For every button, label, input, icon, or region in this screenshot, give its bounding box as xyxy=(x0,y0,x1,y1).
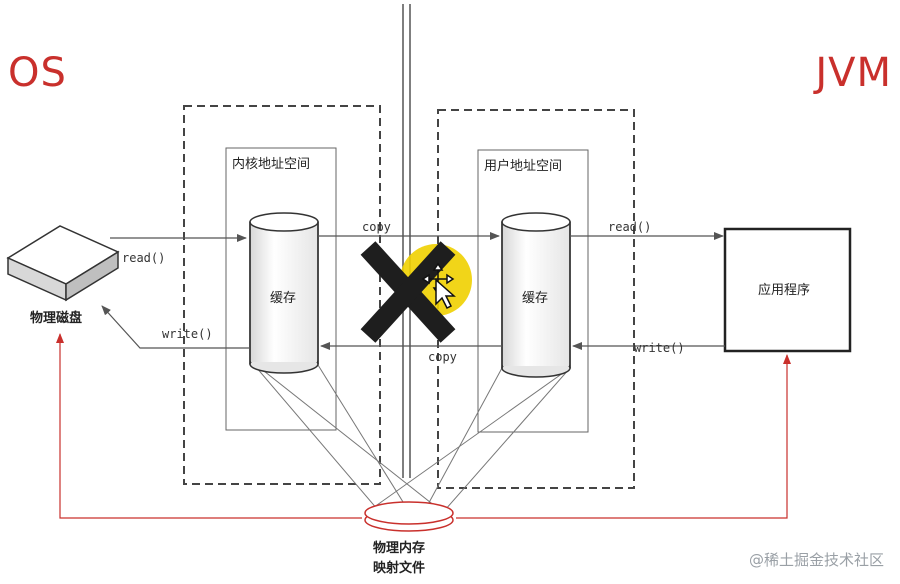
move-cursor-icon xyxy=(421,262,456,310)
user-outer-box xyxy=(437,109,635,489)
copy-bottom-label: copy xyxy=(428,350,457,364)
write-disk-label: write() xyxy=(162,327,213,341)
mapped-file-label-1: 物理内存 xyxy=(373,540,425,556)
red-link-app xyxy=(456,354,791,519)
write-app-label: write() xyxy=(634,341,685,355)
kernel-cache-label: 缓存 xyxy=(270,291,296,306)
app-box xyxy=(723,227,852,353)
os-label: OS xyxy=(8,50,67,96)
disk-icon xyxy=(6,225,120,302)
write-disk-arrow xyxy=(101,305,250,349)
kernel-outer-box xyxy=(183,105,381,485)
copy-top-label: copy xyxy=(362,220,391,234)
app-label: 应用程序 xyxy=(758,282,810,298)
user-cache-cylinder xyxy=(501,212,571,378)
mapped-file-label-2: 映射文件 xyxy=(373,560,425,576)
mapping-lines xyxy=(249,359,571,511)
kernel-inner-box xyxy=(225,147,337,431)
disk-label: 物理磁盘 xyxy=(30,310,82,326)
user-inner-box xyxy=(477,149,589,433)
kernel-cache-cylinder xyxy=(249,212,319,374)
user-cache-label: 缓存 xyxy=(522,291,548,306)
jvm-label: JVM xyxy=(815,50,892,96)
x-mark-icon xyxy=(360,241,456,343)
user-space-title: 用户地址空间 xyxy=(484,158,562,174)
mapped-file-icon xyxy=(364,501,454,532)
read-disk-label: read() xyxy=(122,251,165,265)
kernel-space-title: 内核地址空间 xyxy=(232,156,310,172)
red-link-disk xyxy=(56,333,362,519)
read-app-label: read() xyxy=(608,220,651,234)
watermark: @稀土掘金技术社区 xyxy=(748,551,884,569)
